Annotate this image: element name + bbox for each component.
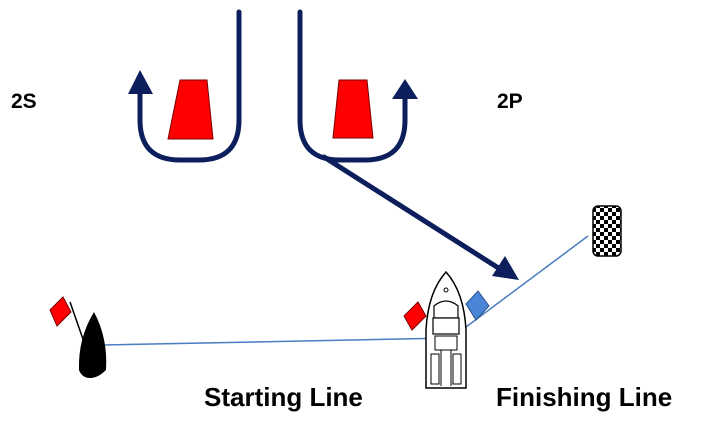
- motor-boat-icon: [403, 270, 490, 389]
- finishing-line-label: Finishing Line: [496, 382, 673, 412]
- finish-route-arrowhead: [492, 256, 519, 280]
- starting-line-label: Starting Line: [204, 382, 363, 412]
- start-flag-icon: [49, 296, 72, 327]
- finish-route-line: [321, 154, 503, 272]
- right-arrowhead: [392, 79, 418, 99]
- starting-line: [103, 337, 451, 346]
- checkered-buoy-icon: [592, 205, 622, 257]
- left-turn-path: [137, 9, 242, 163]
- label-2s: 2S: [11, 90, 37, 113]
- finishing-line: [461, 235, 589, 331]
- blue-flag-icon: [465, 290, 490, 321]
- buoy-2s: [167, 79, 214, 140]
- left-arrowhead: [128, 70, 153, 94]
- label-2p: 2P: [497, 90, 523, 113]
- red-flag-icon: [403, 301, 427, 331]
- buoy-2p: [332, 79, 374, 139]
- right-turn-path: [297, 9, 408, 163]
- black-boat-icon: [49, 296, 107, 378]
